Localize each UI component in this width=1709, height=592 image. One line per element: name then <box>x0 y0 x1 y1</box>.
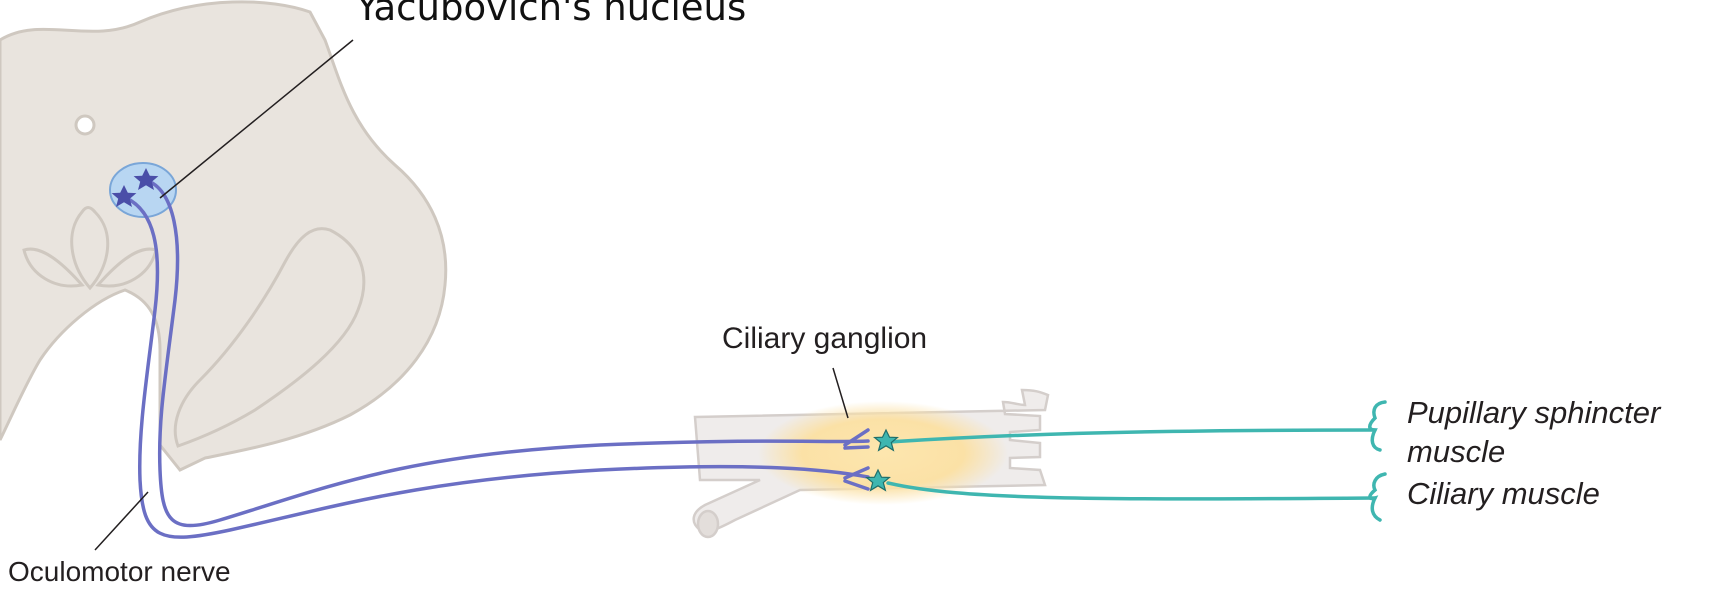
ciliary-muscle-label: Ciliary muscle <box>1407 476 1600 512</box>
nerve-stump <box>698 511 718 537</box>
ciliary-ganglion-body <box>694 390 1048 537</box>
oculomotor-nerve-label: Oculomotor nerve <box>8 556 231 588</box>
ciliary-ganglion-label: Ciliary ganglion <box>722 322 927 356</box>
brainstem-outline <box>0 2 446 470</box>
brainstem-section <box>0 2 446 470</box>
fiber-branch-2 <box>845 447 868 448</box>
pupillary-sphincter-label: Pupillary sphincter <box>1407 395 1660 431</box>
nucleus-outline <box>110 163 176 217</box>
oculomotor-leader <box>95 492 148 550</box>
nucleus-label: Yacubovich's nucleus <box>356 0 746 29</box>
ciliary-terminal <box>1370 474 1385 520</box>
aqueduct <box>76 116 94 134</box>
pupillary-sphincter-label-line2: muscle <box>1407 434 1505 470</box>
pupillary-terminal <box>1370 402 1385 450</box>
